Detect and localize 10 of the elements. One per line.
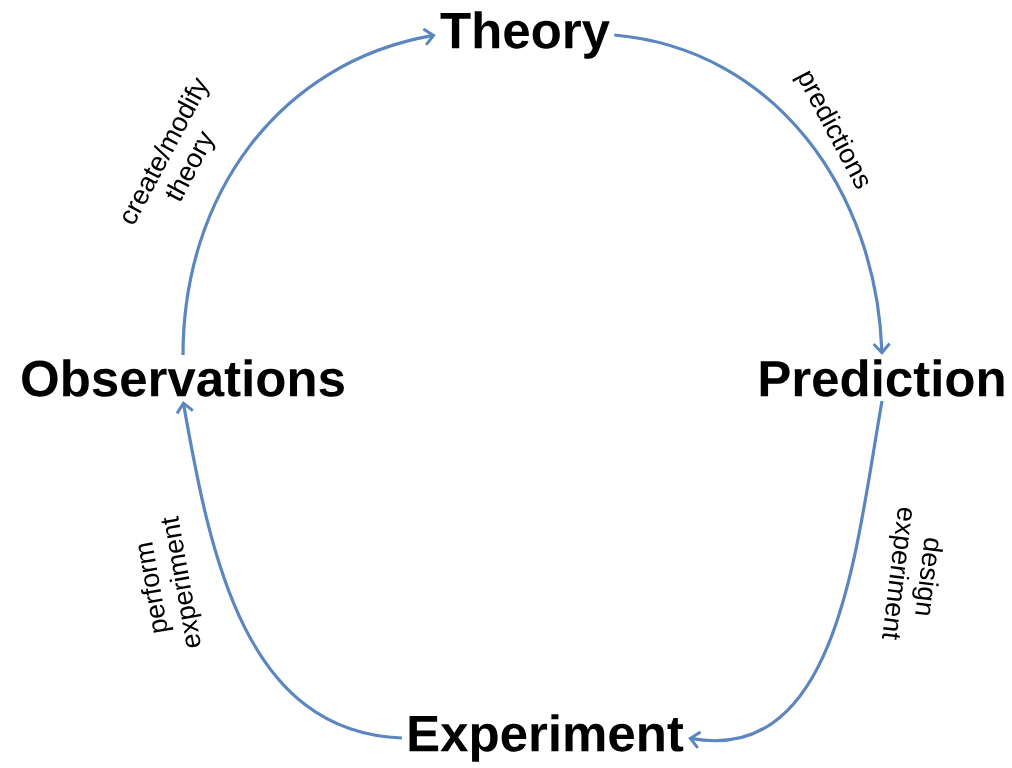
arrow	[613, 33, 891, 356]
node-label: Observations	[22, 359, 344, 397]
node-label: Experiment	[409, 714, 684, 762]
edge-label: design experiment	[882, 507, 943, 640]
edge-label: perform experiment	[138, 515, 202, 648]
node-label: Prediction	[760, 359, 1004, 397]
node-label: Theory	[440, 11, 610, 59]
arrow	[181, 27, 436, 356]
arrow	[175, 400, 403, 740]
arrow	[688, 400, 884, 749]
